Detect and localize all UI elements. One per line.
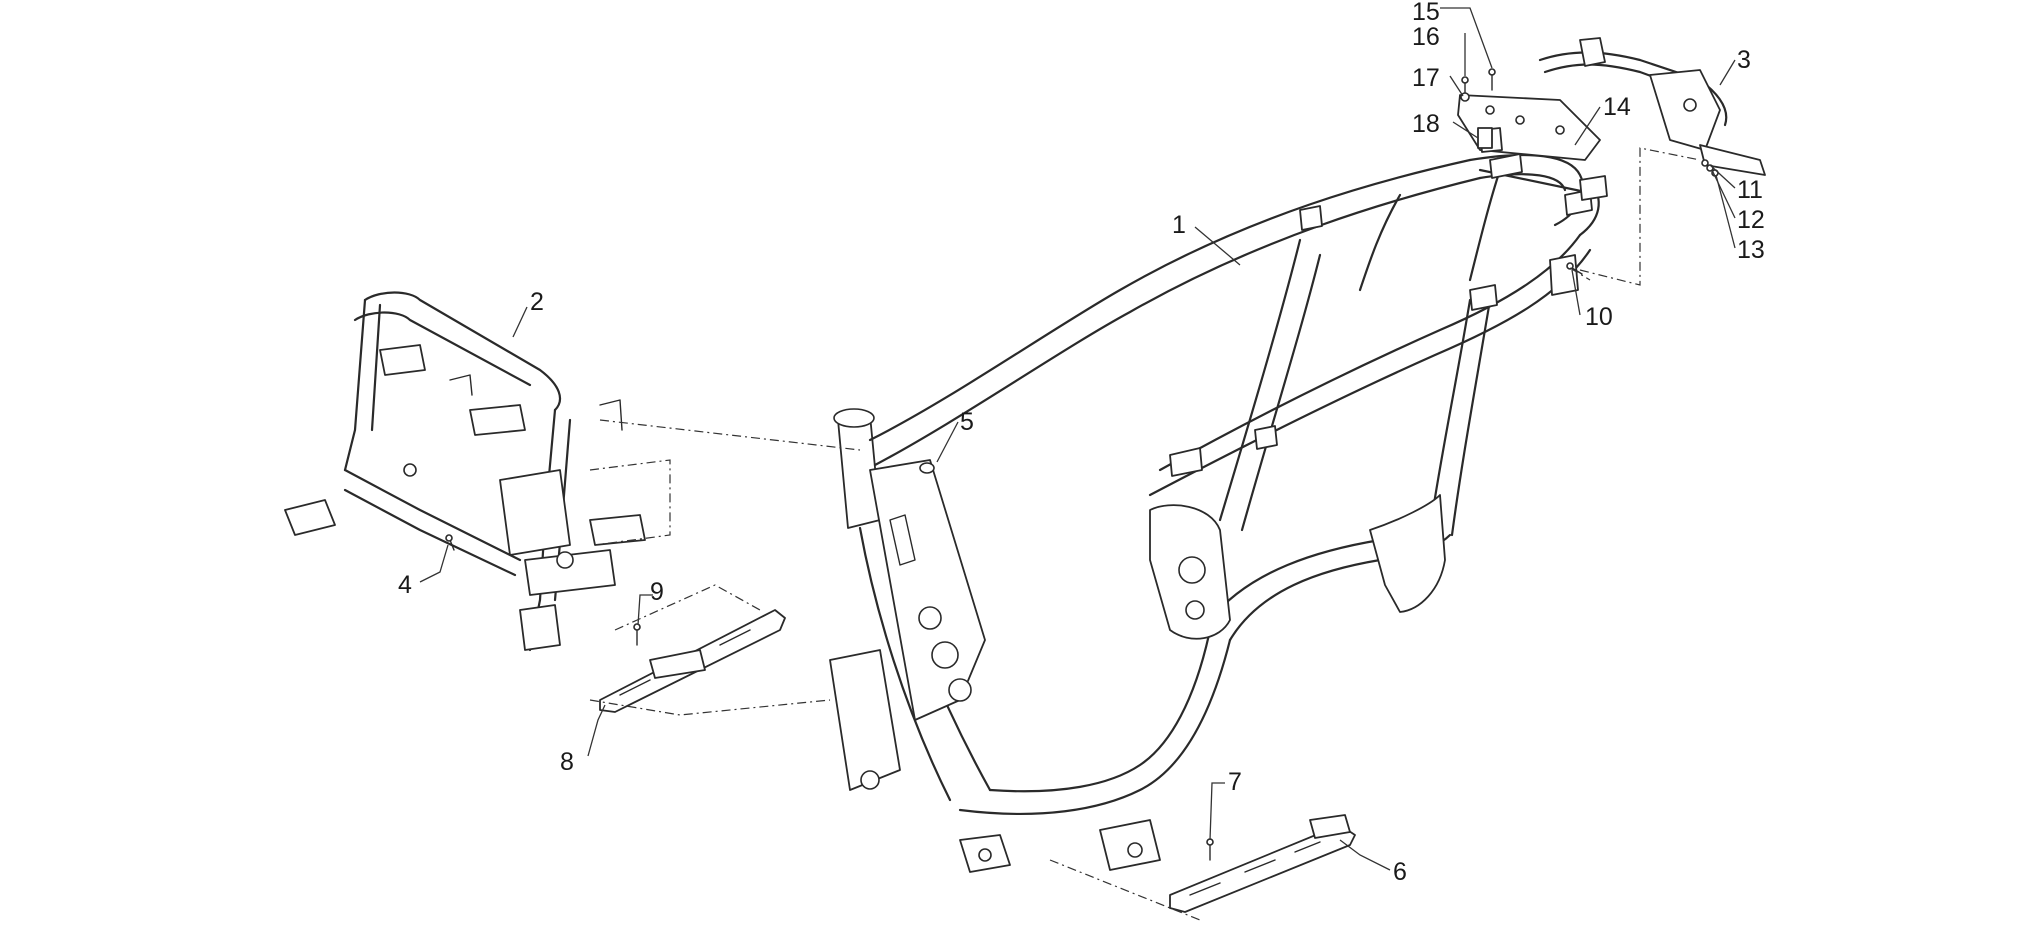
callout-9: 9	[650, 578, 664, 606]
callout-15: 15	[1412, 0, 1440, 26]
rear-bracket	[1538, 37, 1766, 176]
callout-8: 8	[560, 748, 574, 776]
callout-16: 16	[1412, 23, 1440, 51]
callout-18: 18	[1412, 110, 1440, 138]
callout-11: 11	[1737, 176, 1763, 204]
callout-5: 5	[960, 408, 974, 436]
callout-10: 10	[1585, 303, 1613, 331]
footrest-left	[599, 609, 786, 713]
leader-lines	[419, 7, 1736, 871]
assembly-lines	[589, 147, 1701, 921]
footrest-right	[1169, 814, 1356, 913]
callout-4: 4	[398, 571, 412, 599]
main-frame	[829, 153, 1608, 873]
callout-13: 13	[1737, 236, 1765, 264]
callout-2: 2	[530, 288, 544, 316]
callout-3: 3	[1737, 46, 1751, 74]
callout-1: 1	[1172, 211, 1186, 239]
callout-12: 12	[1737, 206, 1765, 234]
callout-14: 14	[1603, 93, 1631, 121]
callout-6: 6	[1393, 858, 1407, 886]
front-subframe	[284, 291, 646, 652]
callout-17: 17	[1412, 64, 1440, 92]
callout-labels: 1 2 3 4 5 6 7 8 9 10 11 12 13 14 15 16 1…	[398, 0, 1765, 886]
hardware	[445, 68, 1719, 861]
callout-7: 7	[1228, 768, 1242, 796]
